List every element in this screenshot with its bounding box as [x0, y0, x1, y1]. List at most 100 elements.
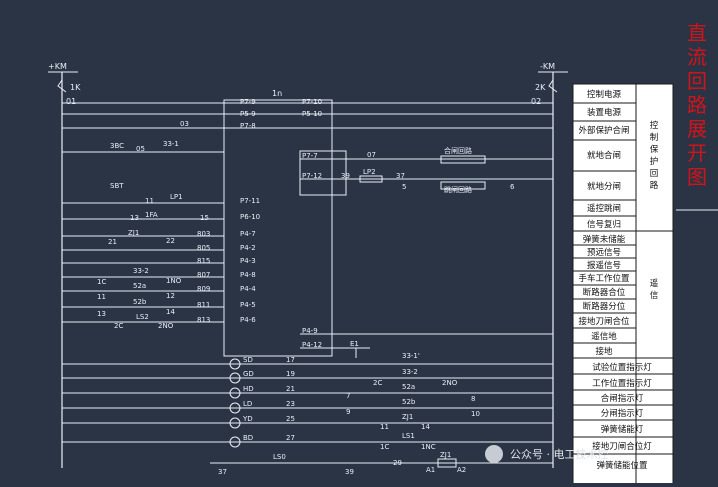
right-fuse-label: 2K [535, 83, 546, 92]
table-item: 弹簧储能位置 [596, 460, 648, 471]
group1-title-c4: 回 [650, 169, 659, 179]
label-e1: E1 [350, 340, 359, 348]
label-37: 37 [396, 172, 405, 180]
label-07: 07 [367, 151, 376, 159]
table-item: 报遥信号 [587, 260, 621, 271]
lamp-label: LD [243, 400, 252, 408]
table-item: 装置电源 [587, 107, 622, 118]
lamp-icon [229, 417, 241, 429]
label-2no: 2NO [158, 322, 174, 330]
lamp-row-2: HD 21 52a 7 8 [62, 383, 553, 403]
signal-table [572, 83, 674, 485]
table-item: 就地分闸 [587, 181, 621, 192]
table-item: 接地 [595, 346, 613, 357]
lamp-icon [229, 372, 241, 384]
pin-r1-right: P7-10 [302, 98, 322, 106]
pin-r3: P7-8 [240, 122, 256, 130]
trip-circuit-box [440, 181, 486, 190]
lamp-sw3: 2NO [442, 379, 458, 387]
lamp-label: BD [243, 434, 253, 442]
table-item: 就地合闸 [587, 150, 621, 161]
lamp-label: YD [242, 415, 253, 423]
group1-title-c5: 路 [650, 180, 659, 191]
pin-p4-8: P4-8 [240, 271, 256, 279]
label-1fa: 1FA [145, 211, 158, 219]
table-item: 遥控跳闸 [587, 203, 621, 214]
title-bar [676, 0, 718, 483]
pin-p4-9: P4-9 [302, 327, 318, 335]
lamp-switch: LS1 [402, 432, 415, 440]
label-39: 39 [341, 172, 350, 180]
label-805: 805 [197, 244, 210, 252]
table-item: 断路器合位 [583, 287, 626, 298]
label-52a: 52a [133, 282, 146, 290]
table-item: 合闸指示灯 [601, 393, 644, 404]
vertical-title-char-6: 图 [687, 165, 707, 189]
pin-r1: P7-9 [240, 98, 256, 106]
label-811: 811 [197, 301, 210, 309]
bottom-label-39: 39 [345, 468, 354, 476]
left-node-label: 01 [66, 97, 76, 106]
table-item: 手车工作位置 [578, 273, 630, 284]
pin-p4-4: P4-4 [240, 285, 256, 293]
table-item: 遥信地 [591, 331, 617, 342]
pin-p4-6: P4-6 [240, 316, 256, 324]
label-12: 12 [166, 292, 175, 300]
label-803: 803 [197, 230, 210, 238]
relay-box-label: 1n [272, 89, 282, 98]
pin-r2: P5-9 [240, 110, 256, 118]
trip-circuit-label: 跳闸回路 [444, 185, 472, 194]
lamp-switch: 33-1' [402, 352, 420, 360]
pin-p4-5: P4-5 [240, 301, 256, 309]
bottom-label-ls0: LS0 [273, 453, 286, 461]
label-807: 807 [197, 271, 210, 279]
label-22: 22 [166, 237, 175, 245]
table-item: 控制电源 [587, 89, 622, 100]
lamp-icon [229, 387, 241, 399]
wechat-icon [485, 445, 503, 463]
lamp-row-0: SD 17 33-1' [62, 352, 553, 370]
pin-p4-7: P4-7 [240, 230, 256, 238]
right-fuse-icon [548, 79, 558, 93]
close-circuit-label: 合闸回路 [444, 146, 472, 155]
label-lp1: LP1 [170, 193, 183, 201]
pin-p6-10: P6-10 [240, 213, 260, 221]
table-item: 试验位置指示灯 [592, 362, 652, 373]
table-item: 工作位置指示灯 [592, 378, 652, 389]
bottom-label-37: 37 [218, 468, 227, 476]
lamp-switch: 33-2 [402, 368, 418, 376]
lamp-label: SD [243, 356, 253, 364]
vertical-title-char-2: 回 [687, 69, 707, 93]
group1-title-c3: 护 [650, 156, 659, 167]
lamp-wire-num: 17 [286, 356, 295, 364]
lamp-sw2: 9 [346, 408, 350, 416]
label-ls2: LS2 [136, 313, 149, 321]
table-item: 弹簧未储能 [583, 234, 626, 245]
lamp-row-4: YD 25 ZJ1 11 14 [62, 413, 553, 431]
table-item: 信号复归 [587, 219, 621, 230]
label-809: 809 [197, 285, 210, 293]
lamp-wire-num: 23 [286, 400, 295, 408]
group1-title-c0: 控 [650, 120, 659, 131]
table-item: 接地刀闸合位灯 [592, 441, 652, 452]
label-815: 815 [197, 257, 210, 265]
lamp-icon [229, 358, 241, 370]
lamp-icon [229, 402, 241, 414]
close-circuit-box [440, 155, 486, 164]
lamp-row-5: BD 27 LS1 1C 1NC [62, 432, 553, 451]
lamp-switch: ZJ1 [402, 413, 413, 421]
table-item: 接地刀闸合位 [578, 316, 630, 327]
table-item: 断路器分位 [583, 301, 626, 312]
label-11b: 11 [97, 293, 106, 301]
lamp-label: HD [243, 385, 254, 393]
lamp-switch: 52b [402, 398, 416, 406]
label-05: 05 [136, 145, 145, 153]
label-33-2: 33-2 [133, 267, 149, 275]
left-fuse-icon [57, 79, 67, 93]
label-2c: 2C [114, 322, 123, 330]
bottom-label-29: 29 [393, 459, 402, 467]
lamp-sw3: 8 [471, 395, 475, 403]
label-33-1: 33-1 [163, 140, 179, 148]
vertical-title-char-0: 直 [687, 21, 707, 45]
